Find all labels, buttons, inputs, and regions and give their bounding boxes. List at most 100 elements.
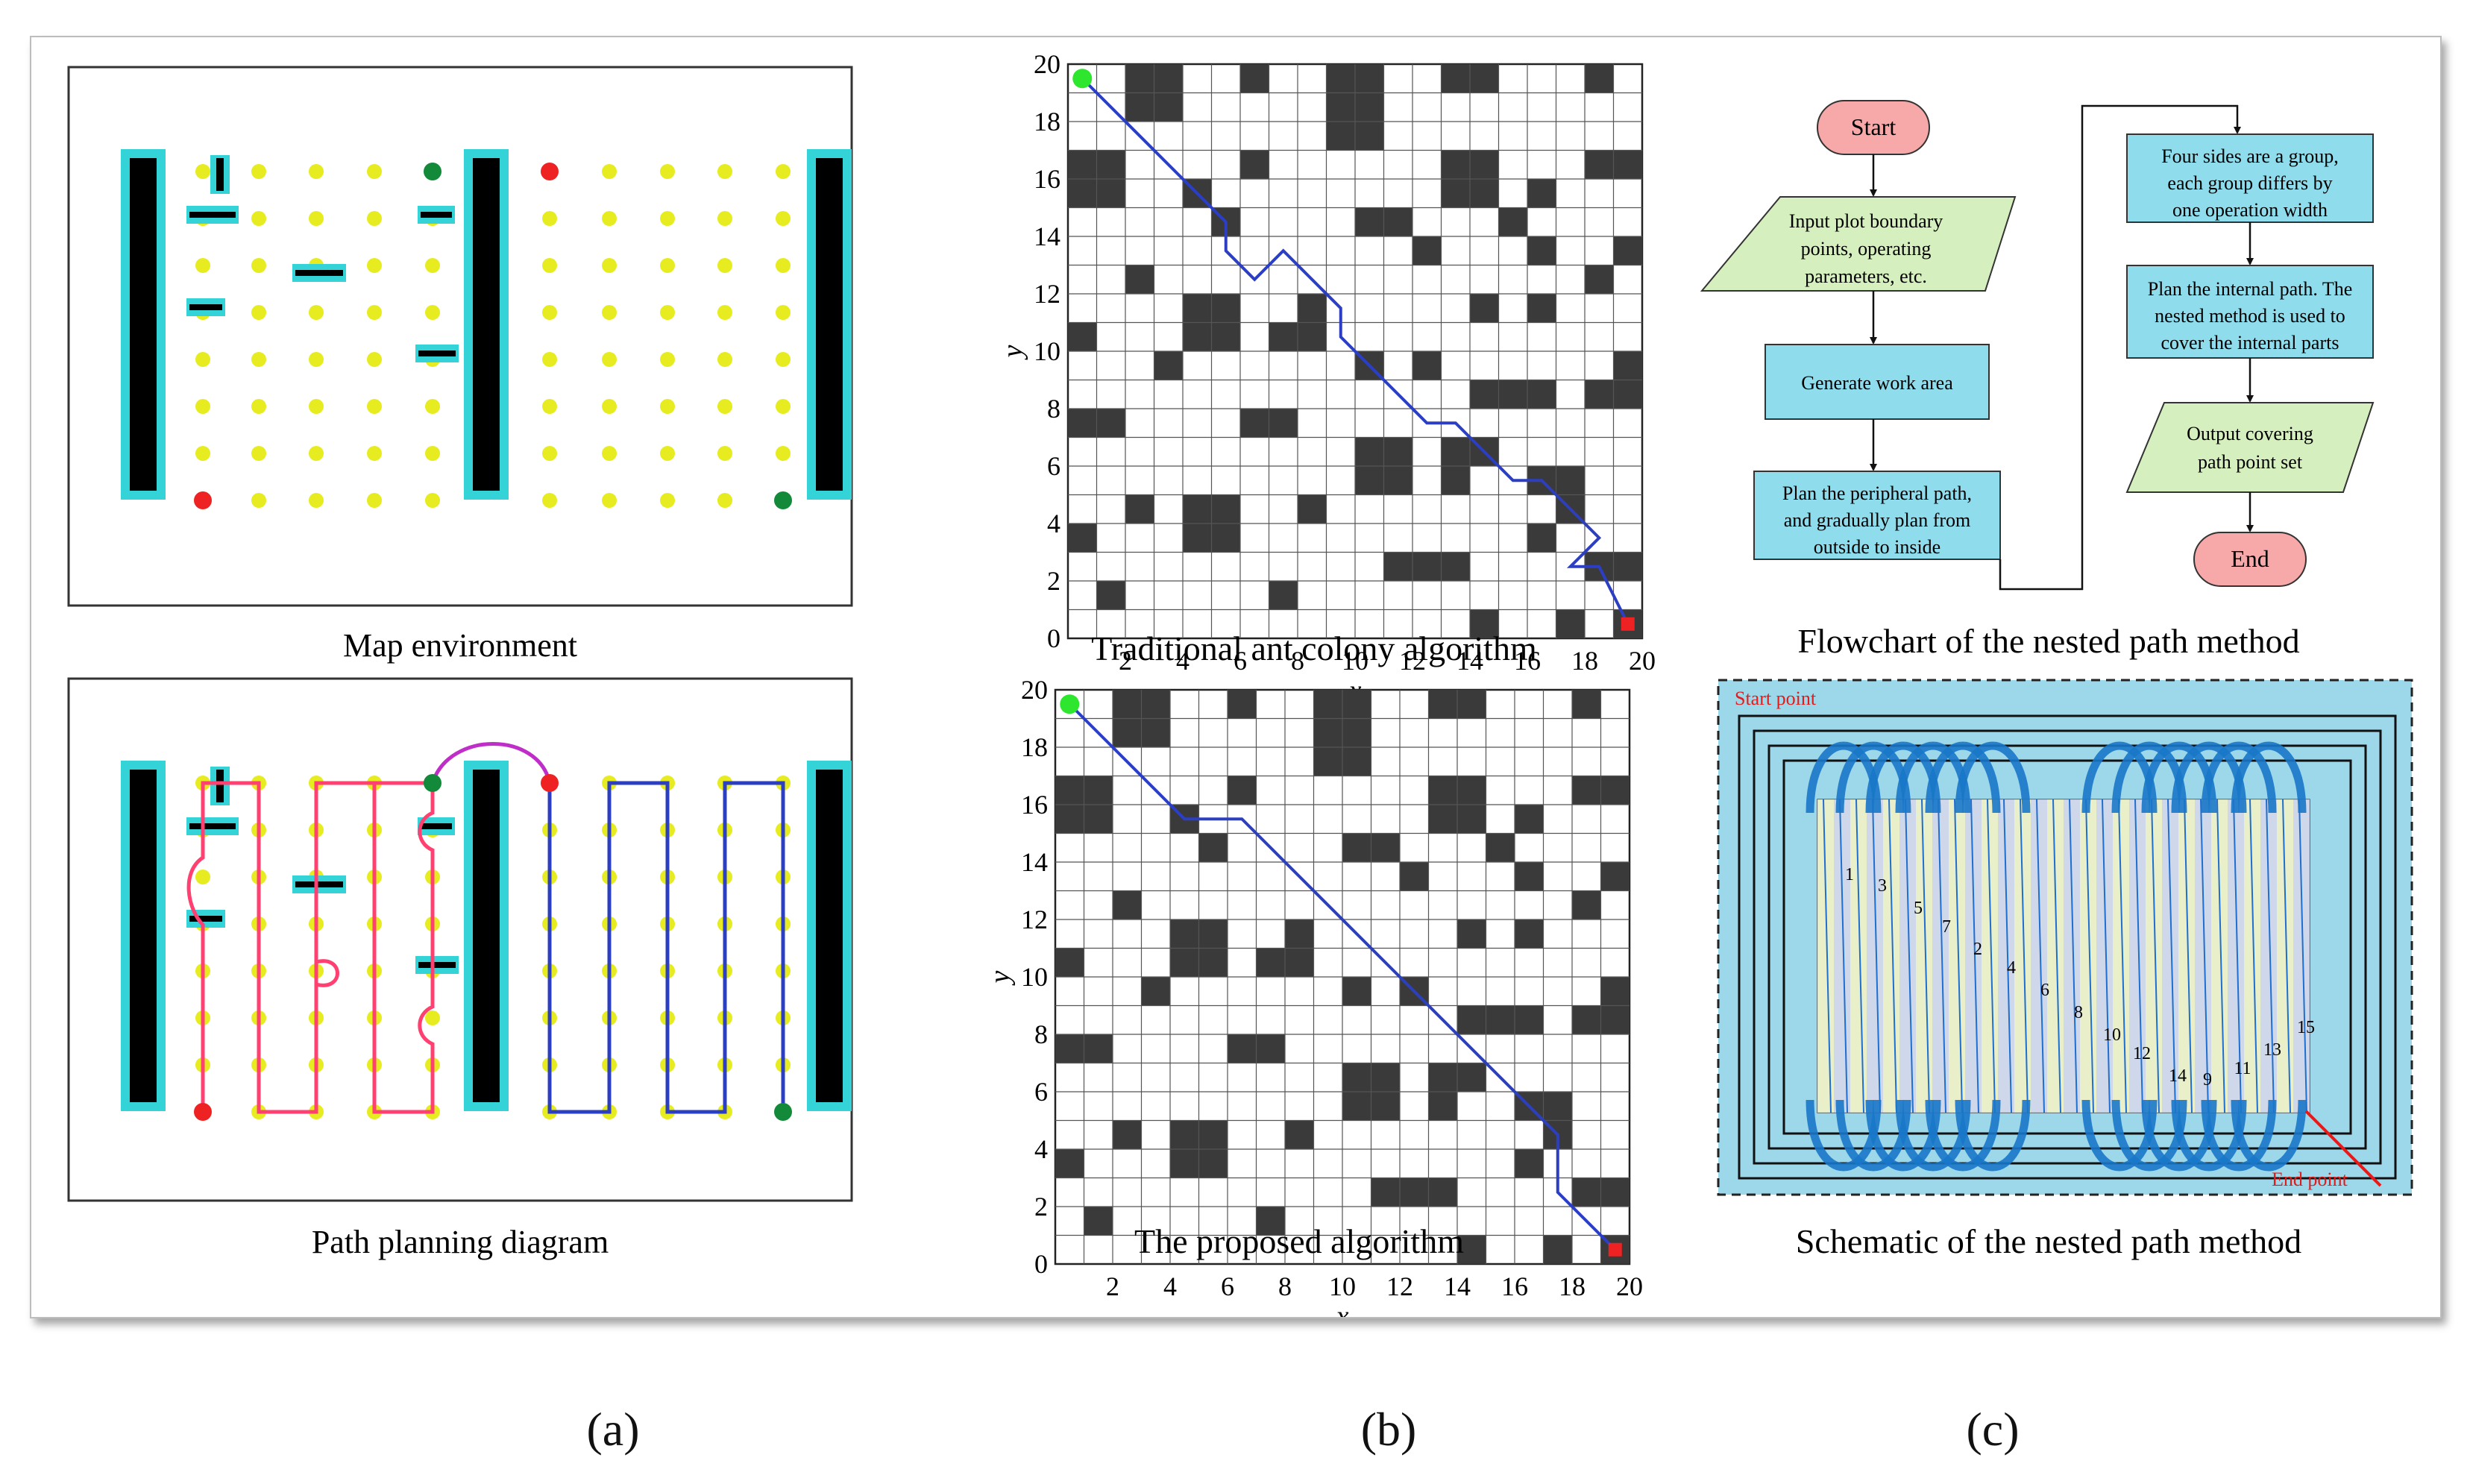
obstacle-cell <box>1326 64 1355 93</box>
grid-dot <box>602 305 617 320</box>
obstacle-cell <box>1556 466 1585 495</box>
obstacle-cell <box>1313 747 1342 776</box>
x-axis-label: x <box>1336 1301 1349 1317</box>
field-strip <box>2113 799 2129 1113</box>
y-tick-label: 10 <box>1034 336 1060 366</box>
strip-path <box>2151 799 2160 1113</box>
strip-path <box>2134 799 2143 1113</box>
grid-dot <box>717 352 732 367</box>
obstacle-cell <box>1527 294 1556 323</box>
y-tick-label: 18 <box>1034 107 1060 136</box>
grid-dot <box>717 305 732 320</box>
grid-dot <box>542 446 557 461</box>
field-strip <box>2031 799 2047 1113</box>
strip-number: 2 <box>1973 940 1982 959</box>
obstacle-cell <box>1498 380 1527 409</box>
grid-dot <box>251 352 266 367</box>
obstacle-cell <box>1400 862 1429 891</box>
obstacle-cell <box>1326 122 1355 151</box>
obstacle-cell <box>1412 552 1442 581</box>
obstacle-cell <box>1527 179 1556 208</box>
grid-dot <box>776 352 791 367</box>
obstacle-cell <box>1211 524 1240 553</box>
grid-dot <box>776 164 791 179</box>
flow-peripheral-node <box>1753 471 2001 560</box>
obstacle-cell <box>1096 581 1125 610</box>
y-tick-label: 2 <box>1034 1192 1048 1222</box>
x-tick-label: 18 <box>1571 646 1598 676</box>
obstacle-core-5 <box>418 962 456 968</box>
proposed-algorithm-caption: The proposed algorithm <box>1134 1222 1464 1260</box>
flow-output-node <box>2125 402 2375 493</box>
obstacle-cell <box>1600 1178 1630 1207</box>
grid-dot <box>542 493 557 508</box>
flow-start-label: Start <box>1851 113 1897 140</box>
strip-path <box>2282 799 2291 1113</box>
obstacle-cell <box>1600 977 1630 1006</box>
y-tick-label: 16 <box>1021 790 1048 820</box>
obstacle-cell <box>1600 862 1630 891</box>
strip-path <box>1921 799 1930 1113</box>
strip-path <box>1823 799 1832 1113</box>
obstacle-cell <box>1371 1092 1400 1121</box>
field-strip <box>1949 799 1965 1113</box>
field-strip <box>2260 799 2277 1113</box>
strip-path <box>2102 799 2111 1113</box>
start-node <box>1072 69 1093 89</box>
obstacle-cell <box>1457 690 1486 719</box>
x-tick-label: 12 <box>1399 646 1426 676</box>
field-strip <box>1982 799 1998 1113</box>
flow-input-line-2: points, operating <box>1801 238 1932 260</box>
grid-dot <box>602 211 617 226</box>
obstacle-cell <box>1183 494 1212 524</box>
y-tick-label: 14 <box>1034 221 1060 251</box>
obstacle-cell <box>1240 409 1269 438</box>
grid-dot <box>251 493 266 508</box>
obstacle-cell <box>1355 207 1384 236</box>
obstacle-cell <box>1613 552 1642 581</box>
x-tick-label: 20 <box>1616 1271 1643 1301</box>
grid-dot <box>776 258 791 273</box>
field-strip <box>2211 799 2228 1113</box>
strip-path <box>1954 799 1963 1113</box>
grid-dot <box>542 399 557 414</box>
obstacle-cell <box>1198 1120 1228 1149</box>
strip-path <box>2003 799 2012 1113</box>
strip-number: 14 <box>2169 1066 2187 1086</box>
field-strip <box>2064 799 2080 1113</box>
grid-dot <box>425 399 440 414</box>
obstacle-cell <box>1428 1092 1457 1121</box>
grid-dot <box>542 258 557 273</box>
grid-dot <box>660 258 675 273</box>
field-strip <box>2277 799 2293 1113</box>
grid-dot <box>660 352 675 367</box>
y-tick-label: 6 <box>1034 1077 1048 1107</box>
grid-dot <box>195 446 210 461</box>
grid-dot <box>251 258 266 273</box>
y-tick-label: 0 <box>1034 1249 1048 1279</box>
obstacle-core-4 <box>421 823 452 829</box>
route-line <box>1081 77 1630 625</box>
strip-path <box>2200 799 2209 1113</box>
obstacle-cell <box>1527 380 1556 409</box>
obstacle-cell <box>1355 64 1384 93</box>
obstacle-cell <box>1228 776 1257 805</box>
obstacle-cell <box>1613 236 1642 265</box>
obstacle-cell <box>1412 351 1442 380</box>
obstacle-cell <box>1068 322 1097 351</box>
strip-path <box>2298 799 2307 1113</box>
obstacle-cell <box>1068 179 1097 208</box>
x-tick-label: 14 <box>1456 646 1483 676</box>
obstacle-cell <box>1572 1178 1601 1207</box>
strip-path <box>1938 799 1946 1113</box>
field-strip <box>2178 799 2195 1113</box>
y-tick-label: 6 <box>1047 451 1060 481</box>
field-strip <box>2162 799 2178 1113</box>
flow-internal-line-1: Plan the internal path. The <box>2148 278 2353 300</box>
x-tick-label: 4 <box>1163 1271 1177 1301</box>
obstacle-cell <box>1154 64 1183 93</box>
obstacle-cell <box>1515 805 1544 834</box>
obstacle-cell <box>1355 437 1384 466</box>
route-line <box>1068 702 1617 1251</box>
top-turn-arc <box>1925 741 2001 814</box>
